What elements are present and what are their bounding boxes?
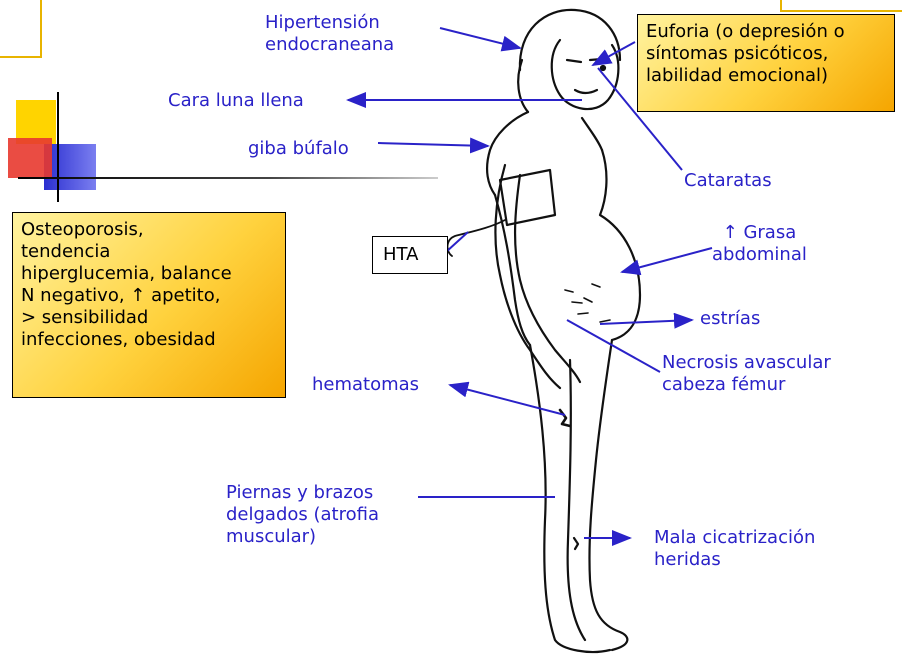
arrow-necrosis bbox=[567, 320, 660, 372]
arrow-estrias bbox=[600, 320, 692, 324]
label-hematomas: hematomas bbox=[312, 374, 419, 396]
label-cataratas: Cataratas bbox=[684, 170, 772, 192]
euforia-box: Euforia (o depresión o síntomas psicótic… bbox=[637, 14, 895, 112]
label-hipertension: Hipertensión endocraneana bbox=[265, 12, 394, 56]
arrow-euforia bbox=[593, 42, 635, 65]
arrow-hematomas bbox=[450, 385, 565, 415]
osteoporosis-box: Osteoporosis, tendencia hiperglucemia, b… bbox=[12, 212, 286, 398]
label-mala-cicatrizacion: Mala cicatrización heridas bbox=[654, 527, 815, 571]
label-piernas-brazos: Piernas y brazos delgados (atrofia muscu… bbox=[226, 482, 379, 548]
label-cara-luna-llena: Cara luna llena bbox=[168, 90, 304, 112]
label-estrias: estrías bbox=[700, 308, 760, 330]
label-necrosis: Necrosis avascular cabeza fémur bbox=[662, 352, 831, 396]
patient-outline bbox=[447, 10, 640, 652]
arrow-hipertension bbox=[440, 28, 520, 48]
label-giba-bufalo: giba búfalo bbox=[248, 138, 349, 160]
label-grasa-abdominal: ↑ Grasa abdominal bbox=[712, 222, 807, 266]
hta-box: HTA bbox=[372, 236, 448, 274]
arrow-giba bbox=[378, 143, 488, 146]
